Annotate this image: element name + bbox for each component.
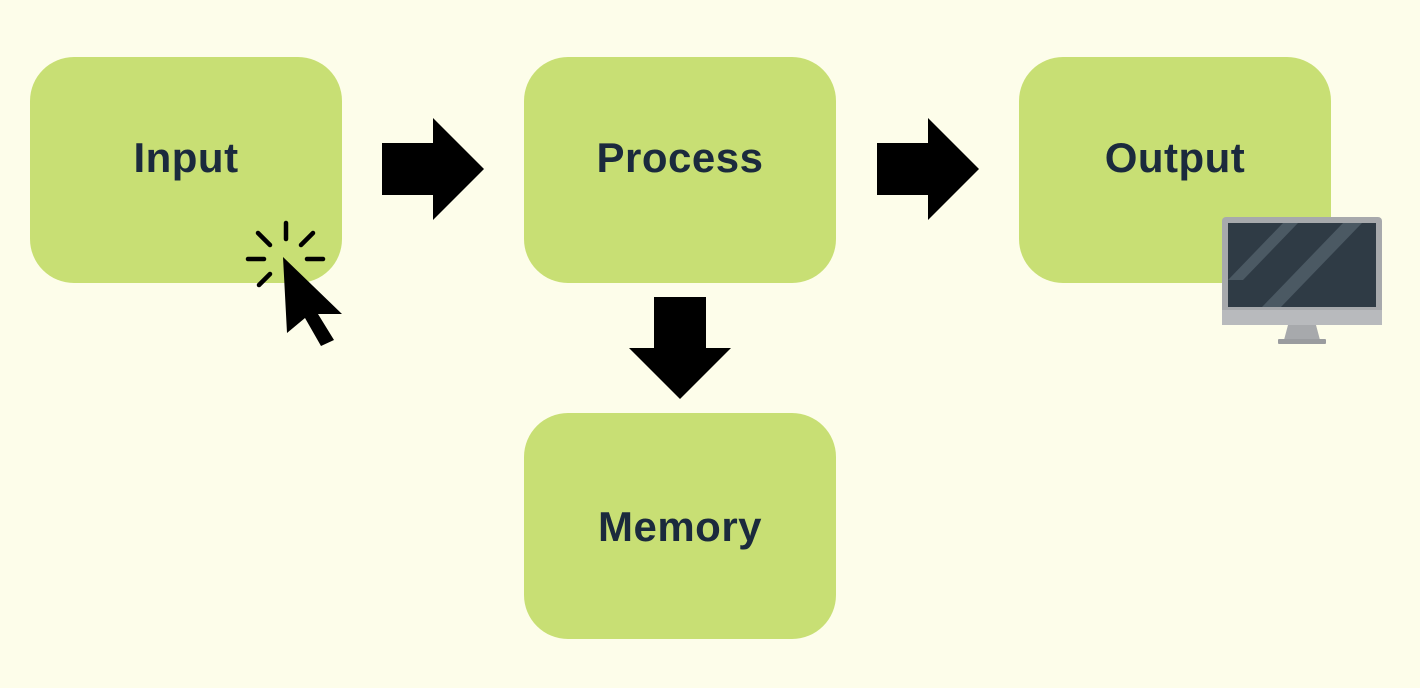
input-label: Input [133,134,239,181]
input-node: Input [30,57,342,283]
memory-label: Memory [597,503,763,550]
arrow-input-to-process [382,118,484,220]
mouse-click-cursor-icon [245,220,342,346]
computer-monitor-icon [1222,217,1382,344]
memory-node: Memory [524,413,836,639]
process-label: Process [596,134,764,181]
arrow-process-to-memory [629,297,731,399]
output-label: Output [1104,134,1246,181]
arrow-process-to-output [877,118,979,220]
process-node: Process [524,57,836,283]
